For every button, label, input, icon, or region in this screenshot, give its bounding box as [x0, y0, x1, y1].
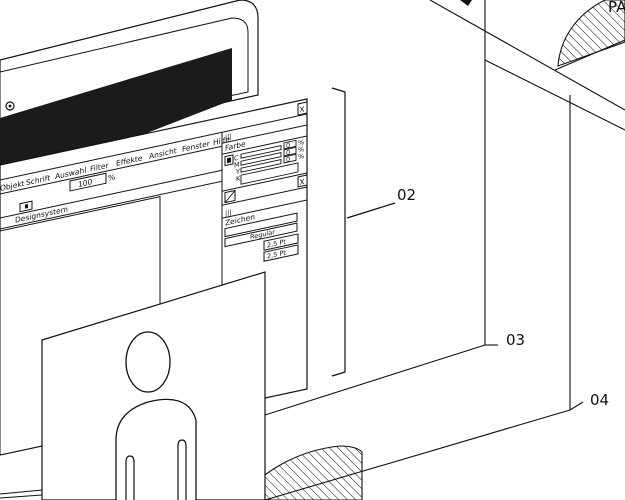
monitor-base	[0, 489, 43, 499]
value-field-y[interactable]	[283, 153, 297, 164]
font-family-dropdown[interactable]	[224, 212, 298, 238]
font-style-dropdown[interactable]	[224, 222, 298, 248]
farbe-panel: ||| Farbe C 0 % M 0 % Y 0 % K	[222, 124, 308, 206]
person-sign	[41, 271, 266, 500]
callout-02-label: 02	[397, 186, 416, 204]
corner-label: PA	[608, 0, 625, 16]
callout-03-label: 03	[506, 331, 525, 349]
channel-key-m: M	[234, 160, 240, 169]
channel-key-y: Y	[235, 167, 241, 176]
window-close-icon: X	[300, 105, 305, 115]
channel-unit-y: %	[298, 152, 304, 161]
value-field-c[interactable]	[283, 139, 297, 150]
farbe-close-icon: X	[300, 177, 305, 187]
menu-item-filter[interactable]: Filter	[90, 161, 109, 174]
hatched-shape-top	[557, 0, 625, 67]
panel-grip-icon: |||	[225, 132, 232, 141]
font-size-field[interactable]	[263, 233, 299, 251]
channel-unit-c: %	[298, 138, 304, 147]
callout-04-label: 04	[590, 391, 609, 409]
leading-field[interactable]	[263, 244, 299, 262]
value-field-m[interactable]	[283, 146, 297, 157]
slider-m[interactable]	[240, 152, 282, 166]
person-head-icon	[125, 331, 171, 393]
zoom-unit: %	[108, 172, 115, 182]
channel-value-m: 0	[286, 148, 290, 157]
slider-y[interactable]	[240, 159, 282, 173]
slider-k[interactable]	[240, 162, 299, 185]
hatched-sliver-top	[460, 0, 472, 6]
channel-value-y: 0	[286, 155, 290, 164]
farbe-close-button[interactable]	[297, 174, 308, 188]
slider-c[interactable]	[240, 145, 282, 159]
channel-key-k: K	[236, 174, 241, 183]
channel-unit-m: %	[298, 145, 304, 154]
zeichen-panel: ||| Zeichen Regular 2,5 Pt 2,5 Pt	[222, 199, 307, 262]
channel-value-c: 0	[286, 141, 290, 150]
channel-key-c: C	[234, 154, 239, 163]
zoom-value: 100	[78, 177, 92, 189]
callout-02	[331, 87, 396, 377]
room-lines	[264, 0, 625, 500]
person-body-icon	[115, 398, 197, 500]
zeichen-grip-icon: |||	[225, 208, 232, 217]
window-close-button[interactable]	[297, 101, 308, 116]
